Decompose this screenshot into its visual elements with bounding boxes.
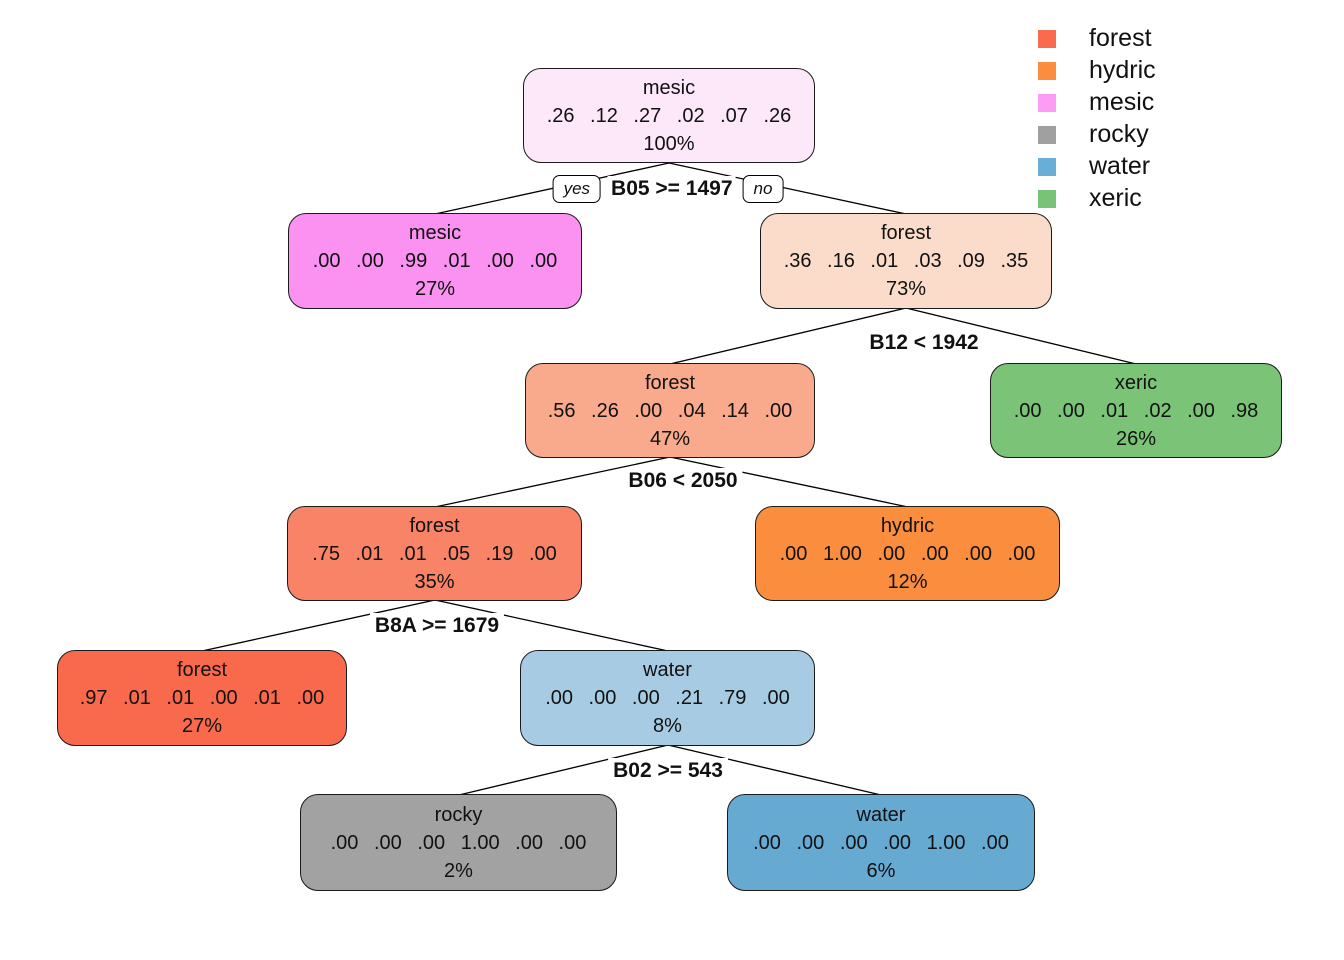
node-coverage-percent: 100%: [643, 132, 695, 155]
node-class-label: hydric: [880, 514, 935, 537]
node-class-label: forest: [644, 371, 696, 394]
tree-node-forest-27: forest .97 .01 .01 .00 .01 .00 27%: [57, 650, 347, 746]
legend: forest hydric mesic rocky water xeric: [1038, 24, 1156, 212]
node-class-label: water: [643, 659, 692, 681]
split-condition-b06: B06 < 2050: [623, 468, 743, 494]
node-class-label: rocky: [434, 803, 483, 826]
legend-label: forest: [1089, 24, 1152, 52]
legend-label: hydric: [1089, 56, 1156, 84]
tree-node-hydric-12: hydric .00 1.00 .00 .00 .00 .00 12%: [755, 506, 1060, 601]
legend-swatch-hydric: [1038, 61, 1056, 80]
tree-node-water-8: water .00 .00 .00 .21 .79 .00 8%: [520, 650, 815, 746]
legend-label: mesic: [1089, 88, 1155, 116]
split-condition-b12: B12 < 1942: [864, 330, 984, 356]
node-coverage-percent: 8%: [653, 715, 682, 737]
node-class-probabilities: .00 .00 .99 .01 .00 .00: [312, 250, 558, 272]
tree-node-rocky-2: rocky .00 .00 .00 1.00 .00 .00 2%: [300, 794, 617, 891]
node-coverage-percent: 47%: [649, 427, 691, 450]
node-class-probabilities: .56 .26 .00 .04 .14 .00: [547, 399, 793, 422]
split-condition-b02: B02 >= 543: [608, 758, 728, 784]
legend-label: rocky: [1089, 120, 1149, 148]
legend-item-forest: forest: [1038, 24, 1156, 52]
split-root-row: yes B05 >= 1497 no: [552, 175, 784, 203]
node-coverage-percent: 27%: [414, 278, 456, 300]
node-coverage-percent: 2%: [444, 859, 473, 882]
tree-node-water-6: water .00 .00 .00 .00 1.00 .00 6%: [727, 794, 1035, 891]
node-coverage-percent: 6%: [866, 859, 896, 882]
legend-item-water: water: [1038, 152, 1156, 180]
node-coverage-percent: 35%: [414, 570, 455, 593]
legend-item-mesic: mesic: [1038, 88, 1156, 116]
node-coverage-percent: 73%: [885, 278, 927, 300]
node-class-probabilities: .00 1.00 .00 .00 .00 .00: [779, 542, 1036, 565]
tree-node-forest-47: forest .56 .26 .00 .04 .14 .00 47%: [525, 363, 815, 458]
tree-node-forest-35: forest .75 .01 .01 .05 .19 .00 35%: [287, 506, 582, 601]
yes-branch-label: yes: [552, 175, 602, 203]
legend-swatch-water: [1038, 157, 1056, 176]
tree-node-mesic-27: mesic .00 .00 .99 .01 .00 .00 27%: [288, 213, 582, 309]
legend-item-hydric: hydric: [1038, 56, 1156, 84]
node-class-label: water: [856, 803, 906, 826]
legend-swatch-forest: [1038, 29, 1056, 48]
legend-swatch-mesic: [1038, 93, 1056, 112]
node-class-label: mesic: [642, 76, 696, 99]
node-class-probabilities: .00 .00 .00 .00 1.00 .00: [753, 831, 1009, 854]
node-class-probabilities: .00 .00 .00 1.00 .00 .00: [330, 831, 587, 854]
legend-label: xeric: [1089, 184, 1142, 212]
node-class-probabilities: .75 .01 .01 .05 .19 .00: [312, 542, 557, 565]
node-coverage-percent: 26%: [1115, 427, 1157, 450]
legend-item-rocky: rocky: [1038, 120, 1156, 148]
legend-swatch-xeric: [1038, 189, 1056, 208]
legend-label: water: [1089, 152, 1151, 180]
node-coverage-percent: 12%: [887, 570, 928, 593]
node-class-label: forest: [409, 514, 460, 537]
no-branch-label: no: [742, 175, 784, 203]
tree-node-forest-73: forest .36 .16 .01 .03 .09 .35 73%: [760, 213, 1052, 309]
node-class-probabilities: .97 .01 .01 .00 .01 .00: [79, 687, 325, 709]
node-class-probabilities: .26 .12 .27 .02 .07 .26: [546, 104, 792, 127]
tree-node-root-mesic: mesic .26 .12 .27 .02 .07 .26 100%: [523, 68, 815, 163]
split-condition-b8a: B8A >= 1679: [369, 613, 505, 639]
legend-swatch-rocky: [1038, 125, 1056, 144]
node-class-probabilities: .00 .00 .00 .21 .79 .00: [545, 687, 790, 709]
node-class-label: forest: [880, 222, 932, 244]
node-class-probabilities: .00 .00 .01 .02 .00 .98: [1013, 399, 1259, 422]
node-coverage-percent: 27%: [181, 715, 223, 737]
tree-node-xeric-26: xeric .00 .00 .01 .02 .00 .98 26%: [990, 363, 1282, 458]
legend-item-xeric: xeric: [1038, 184, 1156, 212]
node-class-label: xeric: [1114, 371, 1158, 394]
node-class-label: forest: [176, 659, 228, 681]
split-condition: B05 >= 1497: [608, 176, 736, 202]
node-class-probabilities: .36 .16 .01 .03 .09 .35: [783, 250, 1029, 272]
node-class-label: mesic: [408, 222, 462, 244]
